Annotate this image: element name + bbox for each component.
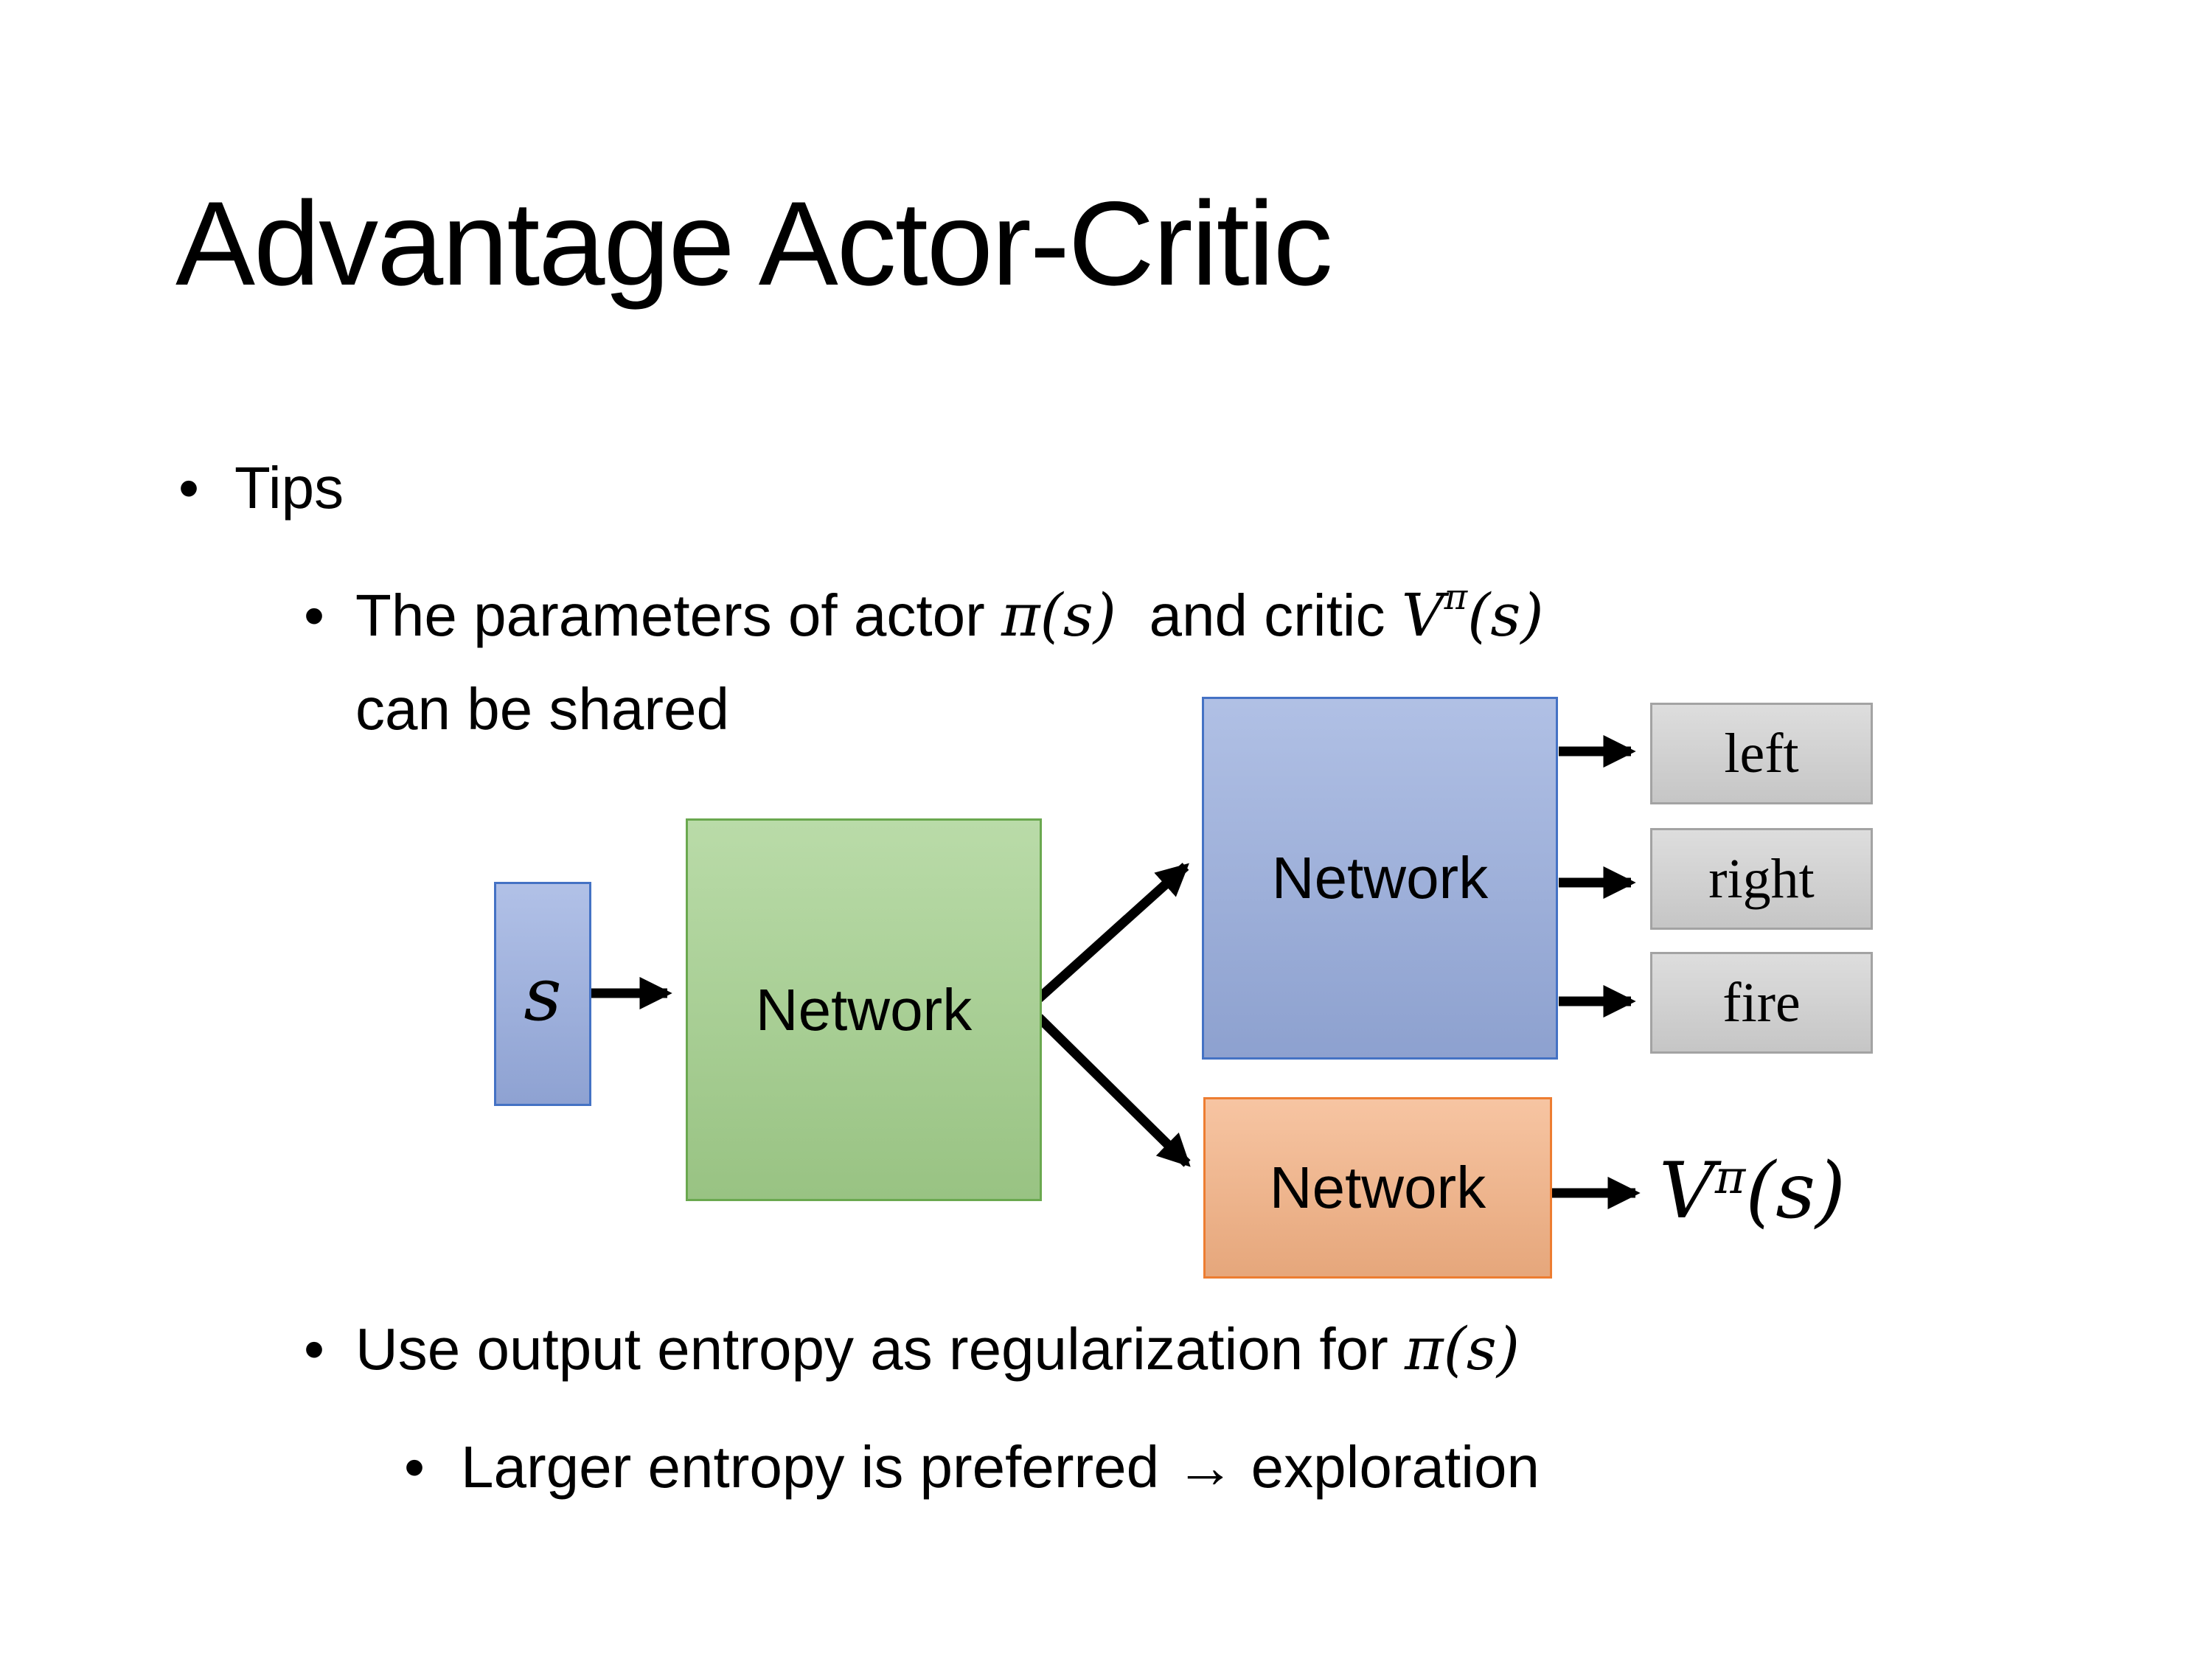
value-math-sup: π xyxy=(1714,1150,1746,1205)
arrow-shared-to-critic xyxy=(1035,1014,1191,1167)
actor-network-box: Network xyxy=(1202,697,1558,1060)
bullet-entropy-pre: Use output entropy as regularization for xyxy=(355,1316,1405,1382)
shared-network-label: Network xyxy=(755,976,973,1043)
state-label: s xyxy=(524,950,562,1037)
bullet-dot-icon: • xyxy=(304,582,325,648)
bullet-parameters-pre: The parameters of actor xyxy=(355,582,1001,648)
action-fire-label: fire xyxy=(1722,971,1801,1034)
critic-network-label: Network xyxy=(1269,1155,1486,1220)
bullet-larger-entropy: • Larger entropy is preferred → explorat… xyxy=(404,1430,1540,1504)
bullet-entropy: • Use output entropy as regularization f… xyxy=(304,1312,1520,1386)
action-right-label: right xyxy=(1708,847,1815,910)
action-right-box: right xyxy=(1650,828,1873,930)
value-math-args: (s) xyxy=(1745,1146,1846,1236)
critic-network-box: Network xyxy=(1203,1097,1552,1279)
bullet-parameters-line2: can be shared xyxy=(355,672,729,746)
value-math-v: V xyxy=(1659,1146,1715,1236)
actor-network-label: Network xyxy=(1271,845,1489,911)
bullet-dot-icon: • xyxy=(404,1434,425,1500)
bullet-tips-text: Tips xyxy=(234,455,344,521)
bullet-larger-entropy-text: Larger entropy is preferred → exploratio… xyxy=(461,1434,1540,1500)
page-title: Advantage Actor-Critic xyxy=(175,177,1333,310)
shared-network-box: Network xyxy=(686,818,1042,1201)
action-left-box: left xyxy=(1650,703,1873,804)
actor-policy-math: π(s) xyxy=(1001,581,1116,650)
bullet-parameters-mid: and critic xyxy=(1116,582,1402,648)
bullet-tips: • Tips xyxy=(178,451,344,525)
critic-value-math-sup: π xyxy=(1444,577,1468,619)
bullet-dot-icon: • xyxy=(178,455,200,521)
critic-value-math-v: V xyxy=(1401,581,1444,650)
action-fire-box: fire xyxy=(1650,952,1873,1054)
value-output-label: Vπ(s) xyxy=(1659,1139,1846,1253)
arrow-shared-to-actor xyxy=(1035,863,1189,1002)
bullet-dot-icon: • xyxy=(304,1316,325,1382)
action-left-label: left xyxy=(1724,722,1799,785)
bullet-parameters-line2-text: can be shared xyxy=(355,676,730,742)
entropy-policy-math: π(s) xyxy=(1405,1315,1520,1383)
critic-value-math-args: (s) xyxy=(1467,581,1544,650)
state-box: s xyxy=(494,882,591,1106)
bullet-parameters-line1: • The parameters of actor π(s) and criti… xyxy=(304,577,1544,653)
